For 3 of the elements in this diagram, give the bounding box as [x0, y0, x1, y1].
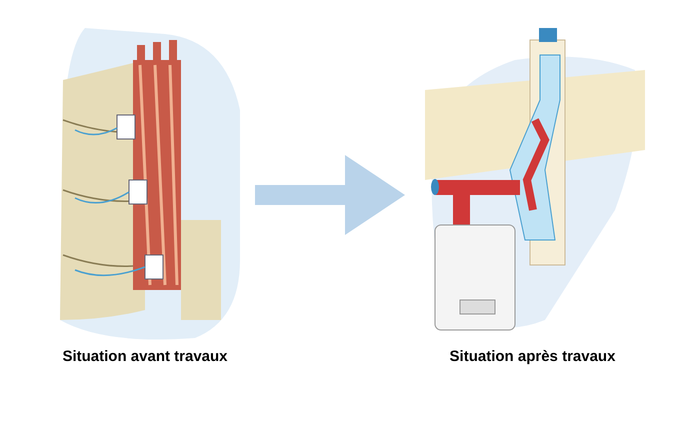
arrow	[255, 155, 405, 235]
node-label: Situation avant travaux	[61, 348, 229, 365]
node-label: Situation après travaux	[448, 348, 616, 365]
